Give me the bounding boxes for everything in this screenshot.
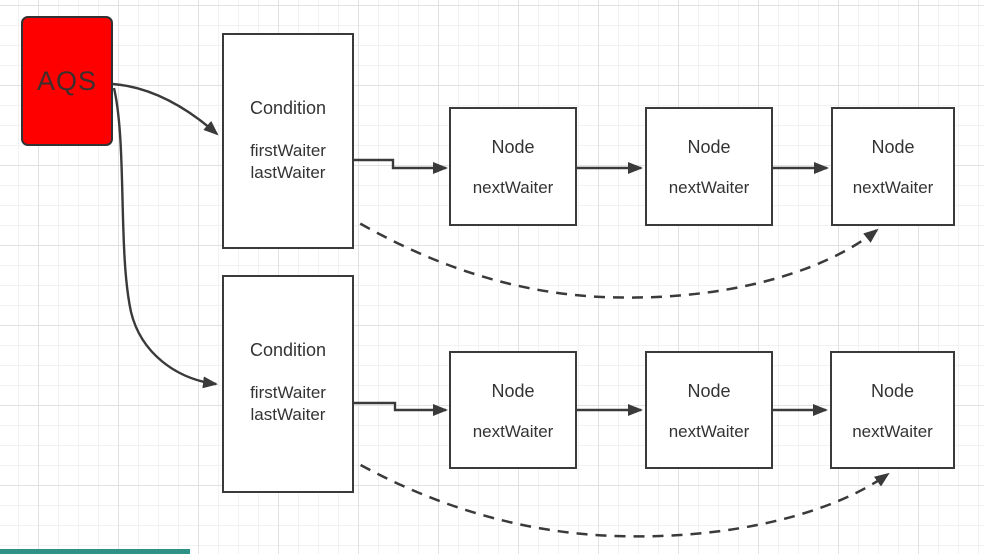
arrow-firstwaiter-to-node1-row1[interactable] xyxy=(332,158,448,174)
condition-box-2[interactable]: Condition firstWaiter lastWaiter xyxy=(222,275,354,493)
next-waiter-label: nextWaiter xyxy=(668,178,750,197)
node-box-row1-1[interactable]: Node nextWaiter xyxy=(449,107,577,226)
condition-box-1[interactable]: Condition firstWaiter lastWaiter xyxy=(222,33,354,249)
condition-fields: firstWaiter lastWaiter xyxy=(250,140,326,184)
first-waiter-label: firstWaiter xyxy=(250,141,326,160)
node-box-row2-2[interactable]: Node nextWaiter xyxy=(645,351,773,469)
node-title: Node xyxy=(687,381,731,401)
last-waiter-label: lastWaiter xyxy=(250,163,326,182)
next-waiter-label: nextWaiter xyxy=(472,178,554,197)
condition-fields: firstWaiter lastWaiter xyxy=(250,382,326,426)
horizontal-scrollbar[interactable] xyxy=(0,549,190,554)
node-box-row2-1[interactable]: Node nextWaiter xyxy=(449,351,577,469)
next-waiter-label: nextWaiter xyxy=(852,178,934,197)
last-waiter-label: lastWaiter xyxy=(250,405,326,424)
node-title: Node xyxy=(870,381,915,401)
first-waiter-label: firstWaiter xyxy=(250,383,326,402)
next-waiter-label: nextWaiter xyxy=(472,422,554,441)
arrow-aqs-to-condition-2[interactable] xyxy=(112,87,218,389)
next-waiter-label: nextWaiter xyxy=(852,422,933,441)
aqs-box[interactable]: AQS xyxy=(21,16,113,146)
node-title: Node xyxy=(491,137,535,157)
condition-title: Condition xyxy=(249,340,327,360)
aqs-label: AQS xyxy=(36,65,98,96)
node-box-row1-2[interactable]: Node nextWaiter xyxy=(645,107,773,226)
next-waiter-label: nextWaiter xyxy=(668,422,750,441)
node-box-row2-3[interactable]: Node nextWaiter xyxy=(830,351,955,469)
dashed-arrow-lastwaiter-to-node3-row1[interactable] xyxy=(295,181,879,299)
condition-title: Condition xyxy=(249,98,327,118)
node-title: Node xyxy=(871,137,915,157)
arrow-aqs-to-condition-1[interactable] xyxy=(112,82,219,136)
node-title: Node xyxy=(491,381,535,401)
arrow-firstwaiter-to-node1-row2[interactable] xyxy=(332,401,448,416)
node-title: Node xyxy=(687,137,731,157)
node-box-row1-3[interactable]: Node nextWaiter xyxy=(831,107,955,226)
dashed-arrow-lastwaiter-to-node3-row2[interactable] xyxy=(295,423,890,538)
